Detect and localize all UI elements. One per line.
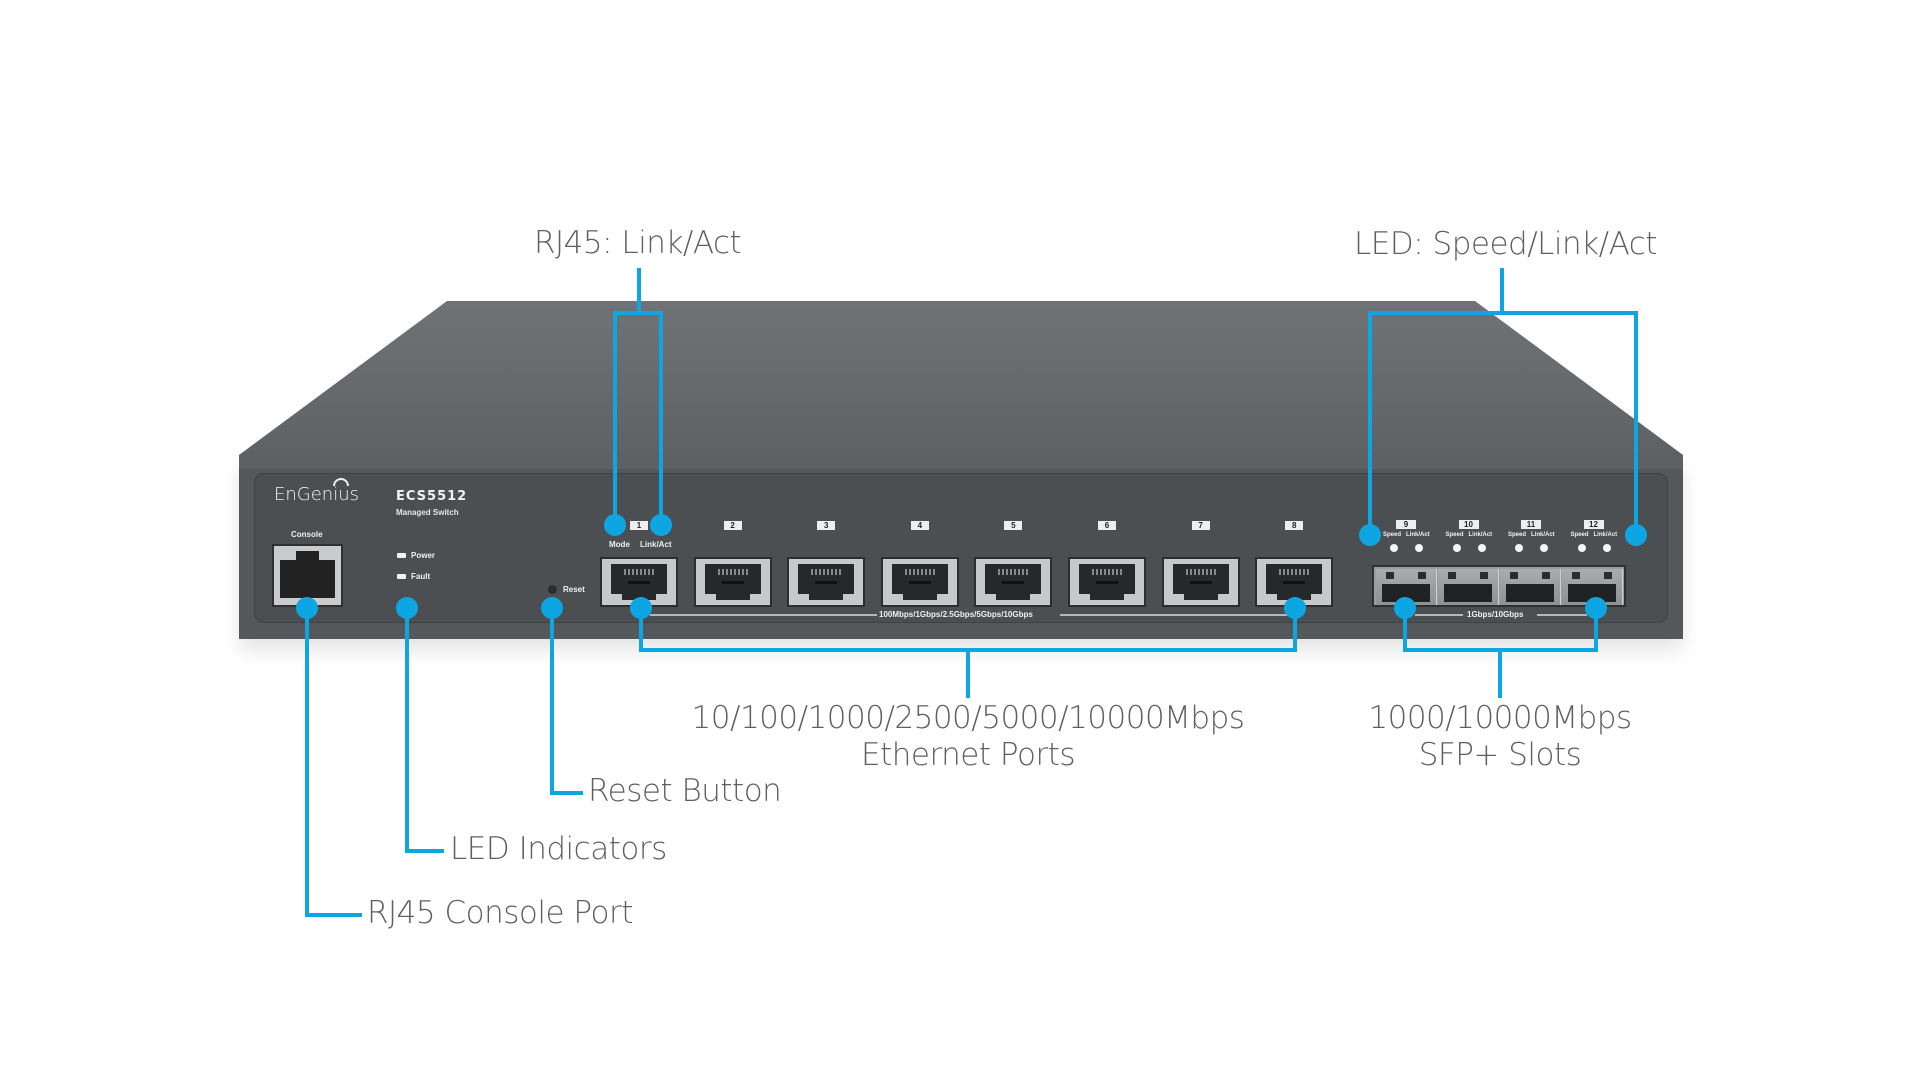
sfp-led	[1540, 544, 1548, 552]
wifi-icon	[333, 478, 349, 486]
fault-led-label: Fault	[411, 572, 431, 581]
sfp-speed-label: 1Gbps/10Gbps	[1467, 610, 1524, 619]
callout-dot	[650, 514, 672, 536]
callout-line	[966, 648, 970, 698]
callout-line	[1498, 648, 1502, 698]
reset-button[interactable]	[548, 585, 557, 594]
callout-line	[1594, 608, 1598, 652]
port-number-label: 6	[1098, 521, 1116, 530]
sfp-speed-line-right	[1537, 614, 1587, 616]
sfp-cage	[1372, 565, 1626, 607]
fault-led	[397, 574, 406, 579]
sfp-led-label: Link/Act	[1593, 532, 1618, 538]
callout-led-speed-link-act: LED: Speed/Link/Act	[1354, 226, 1657, 262]
callout-line	[1293, 608, 1297, 652]
sfp-port-number-label: 11	[1521, 520, 1541, 529]
callout-sfp-slots-line2: SFP+ Slots	[1418, 737, 1582, 774]
callout-sfp-slots-line1: 1000/10000Mbps	[1368, 700, 1632, 736]
callout-console-port: RJ45 Console Port	[367, 895, 633, 931]
sfp-slot-11[interactable]	[1500, 569, 1561, 605]
callout-line	[613, 311, 617, 525]
callout-line	[550, 608, 554, 795]
reset-label: Reset	[563, 585, 585, 594]
sfp-port-number-label: 9	[1396, 520, 1416, 529]
sfp-slot-9[interactable]	[1376, 569, 1437, 605]
callout-line	[613, 311, 663, 315]
sfp-led-label: Speed	[1445, 532, 1464, 538]
port-number-label: 2	[723, 521, 742, 530]
callout-line	[1368, 311, 1372, 535]
sfp-slot-12[interactable]	[1562, 569, 1623, 605]
callout-ethernet-ports-line2: Ethernet Ports	[861, 737, 1076, 774]
sfp-speed-line-left	[1415, 614, 1463, 616]
rj45-port-7[interactable]	[1161, 557, 1240, 607]
rj45-speed-line-left	[650, 614, 877, 616]
model-subtitle: Managed Switch	[396, 508, 459, 517]
port-number-label: 7	[1191, 521, 1210, 530]
port-number-label: 5	[1004, 521, 1023, 530]
port1-linkact-label: Link/Act	[640, 540, 672, 549]
port-number-label: 3	[817, 521, 836, 530]
rj45-port-6[interactable]	[1068, 557, 1146, 607]
rj45-speed-label: 100Mbps/1Gbps/2.5Gbps/5Gbps/10Gbps	[879, 610, 1033, 619]
sfp-led	[1452, 544, 1461, 552]
callout-line	[550, 791, 583, 795]
callout-line	[305, 608, 309, 917]
sfp-led	[1415, 544, 1423, 552]
sfp-led-label: Link/Act	[1406, 532, 1430, 538]
callout-line	[659, 311, 663, 525]
callout-line	[637, 268, 641, 315]
sfp-led	[1477, 544, 1486, 552]
sfp-led	[1515, 544, 1523, 552]
sfp-led-label: Speed	[1383, 532, 1402, 538]
callout-dot	[1359, 524, 1381, 546]
sfp-led	[1390, 544, 1398, 552]
callout-line	[639, 608, 643, 652]
sfp-port-number-label: 12	[1583, 520, 1604, 529]
brand-logo: EnGenius	[274, 484, 359, 505]
power-led	[397, 553, 406, 558]
callout-dot	[1625, 524, 1647, 546]
callout-rj45-link-act: RJ45: Link/Act	[534, 225, 742, 261]
callout-reset-button: Reset Button	[588, 773, 782, 809]
callout-led-indicators: LED Indicators	[450, 831, 667, 867]
sfp-led-label: Link/Act	[1531, 532, 1555, 538]
model-name: ECS5512	[396, 489, 468, 504]
callout-ethernet-ports: 10/100/1000/2500/5000/10000Mbps Ethernet…	[668, 700, 1268, 774]
callout-line	[405, 608, 409, 853]
port1-mode-label: Mode	[609, 540, 630, 549]
rj45-speed-line-right	[1060, 614, 1292, 616]
power-led-label: Power	[411, 551, 436, 560]
console-label: Console	[291, 530, 323, 539]
sfp-port-number-label: 10	[1458, 520, 1479, 529]
rj45-port-8[interactable]	[1255, 557, 1334, 607]
callout-ethernet-ports-line1: 10/100/1000/2500/5000/10000Mbps	[691, 700, 1245, 736]
rj45-port-4[interactable]	[880, 557, 959, 607]
rj45-port-3[interactable]	[787, 557, 866, 607]
sfp-slot-10[interactable]	[1438, 569, 1499, 605]
port-number-label: 1	[630, 521, 648, 530]
sfp-led-label: Link/Act	[1468, 532, 1493, 538]
port-number-label: 4	[910, 521, 929, 530]
callout-line	[1403, 608, 1407, 652]
port-number-label: 8	[1285, 521, 1304, 530]
rj45-port-2[interactable]	[693, 557, 772, 607]
rj45-port-5[interactable]	[974, 557, 1053, 607]
callout-line	[1500, 268, 1504, 315]
callout-line	[1368, 311, 1638, 315]
callout-line	[305, 913, 362, 917]
callout-dot	[604, 514, 626, 536]
callout-sfp-slots: 1000/10000Mbps SFP+ Slots	[1350, 700, 1650, 774]
callout-line	[405, 849, 444, 853]
sfp-led	[1602, 544, 1611, 552]
callout-line	[1634, 311, 1638, 535]
sfp-led-label: Speed	[1570, 532, 1589, 538]
sfp-led	[1577, 544, 1586, 552]
sfp-led-label: Speed	[1508, 532, 1527, 538]
front-top-edge	[239, 455, 1683, 469]
